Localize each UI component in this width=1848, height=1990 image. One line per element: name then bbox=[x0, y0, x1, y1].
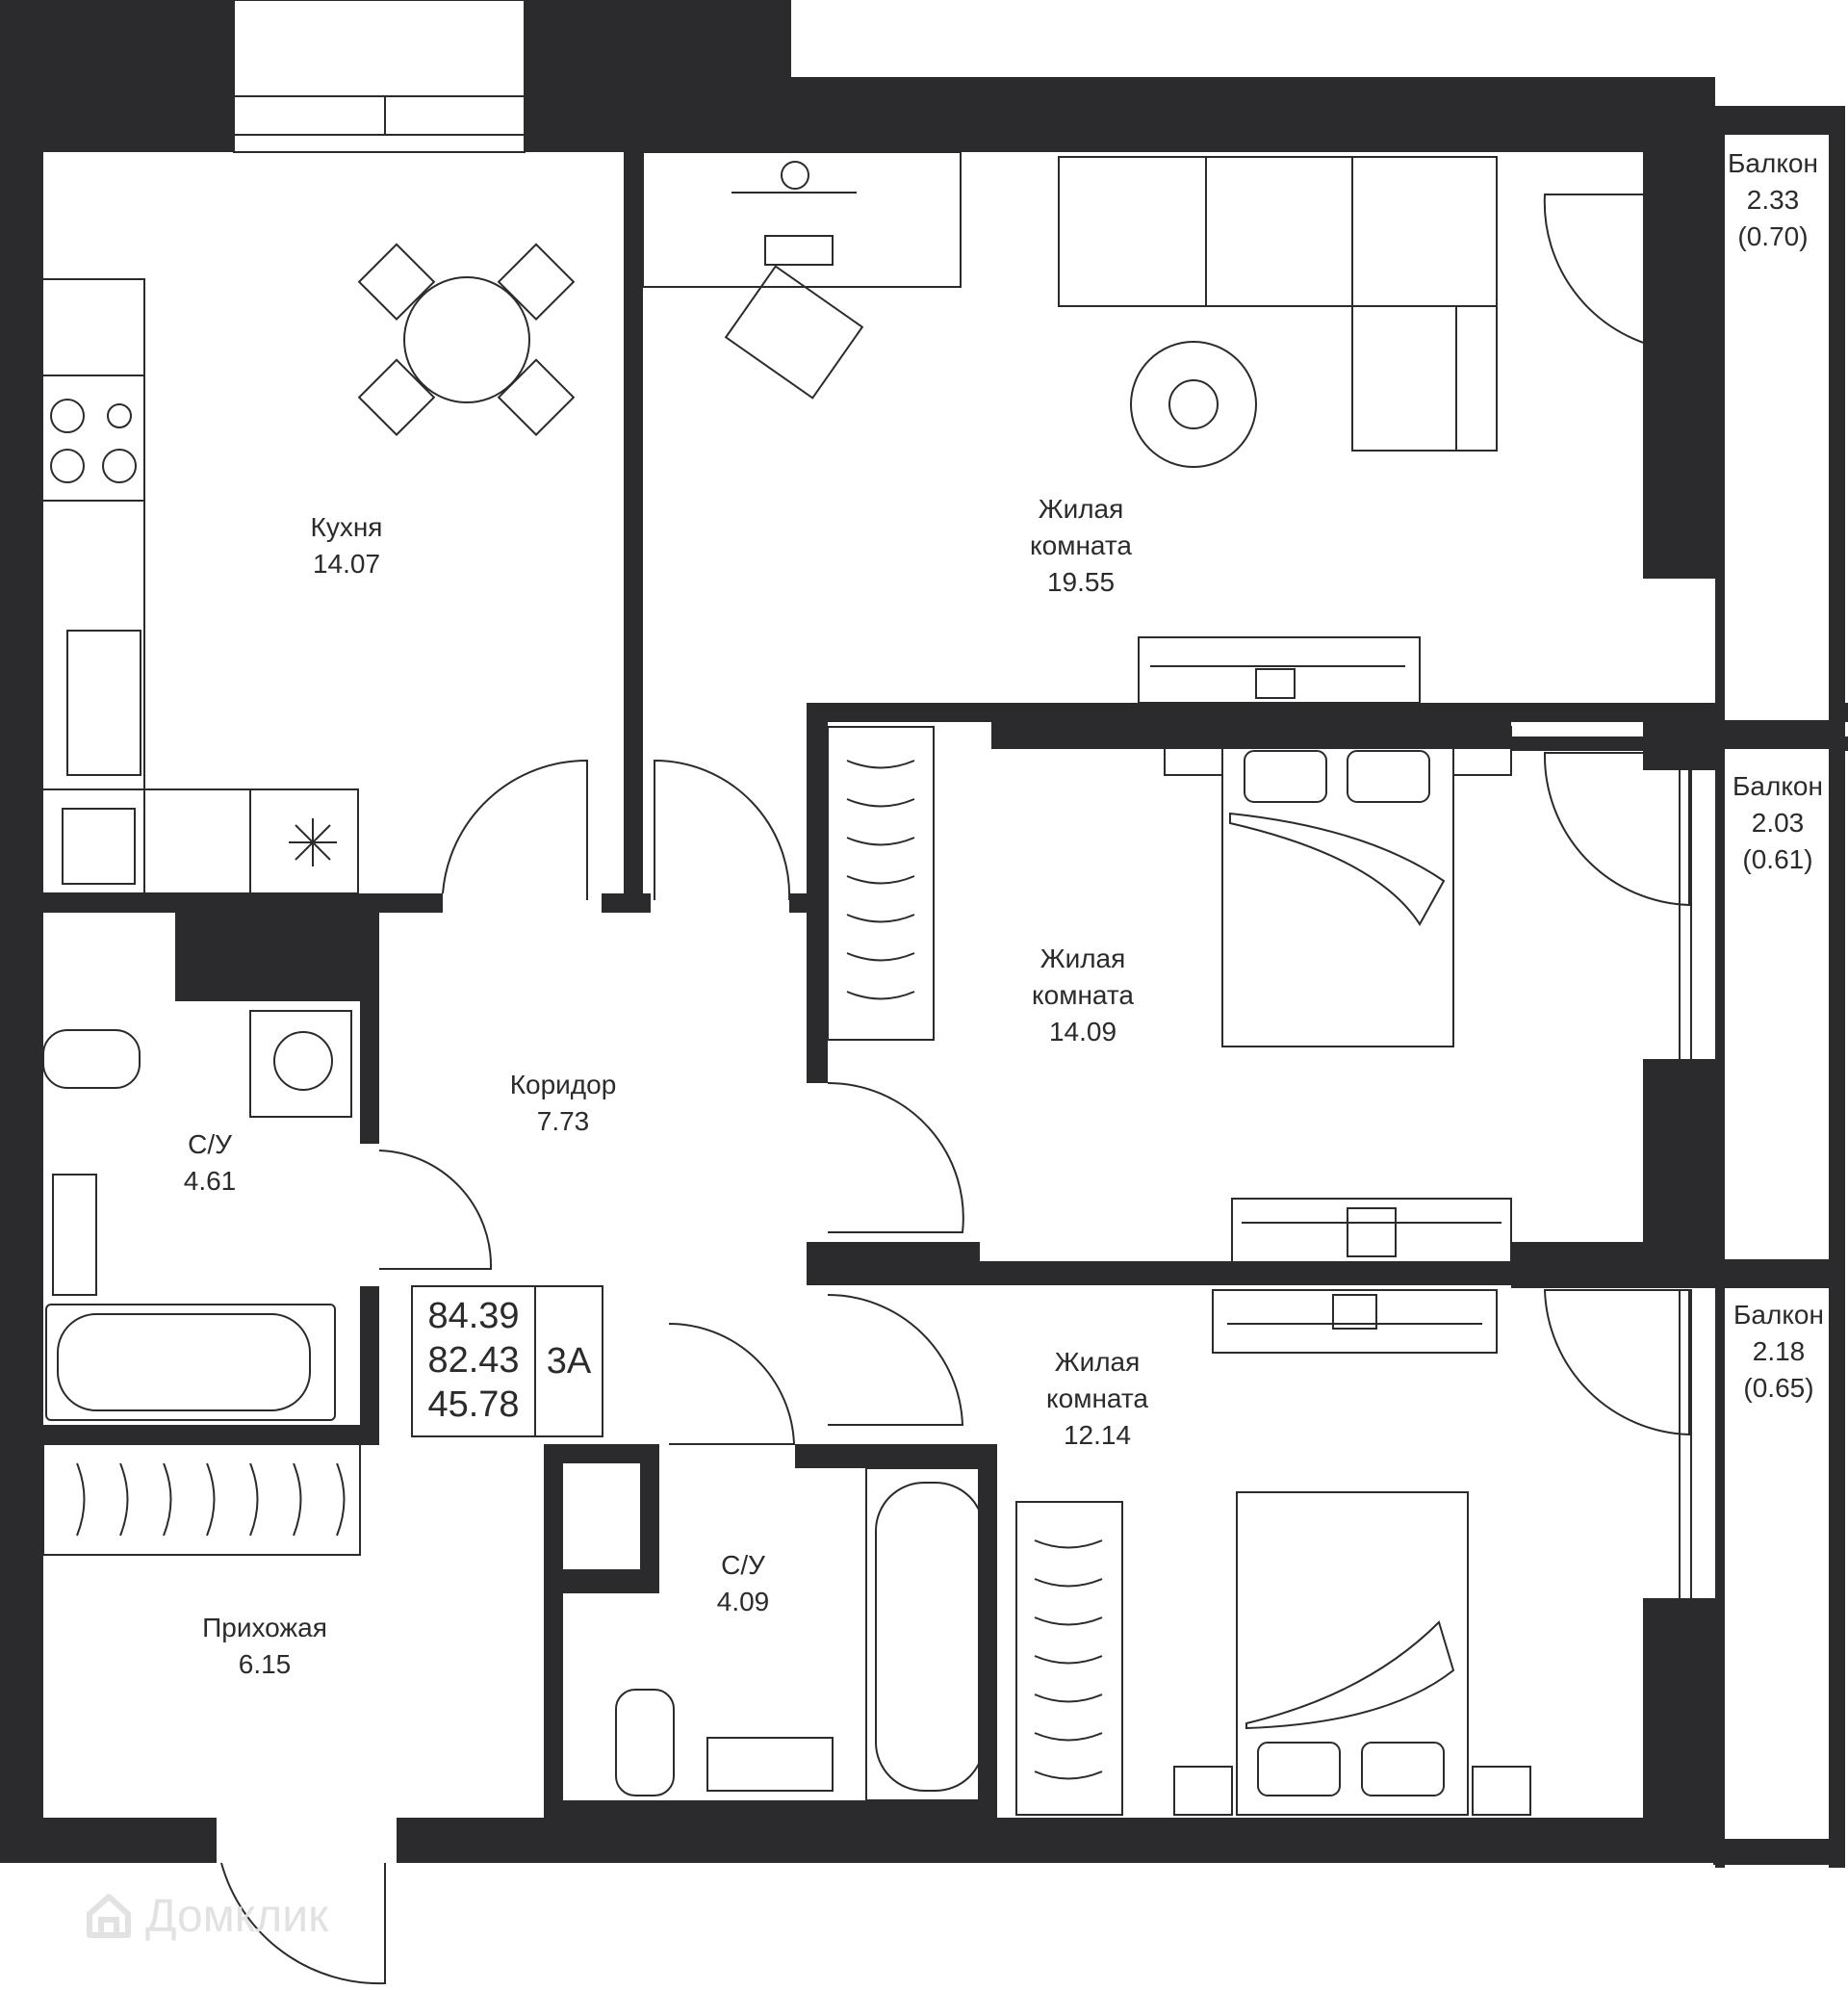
apartment-type: 3А bbox=[546, 1341, 592, 1382]
balcony-label: Балкон 2.03 (0.61) bbox=[1732, 768, 1823, 878]
room-name-line1: Жилая bbox=[1040, 943, 1126, 973]
room-area: 6.15 bbox=[238, 1649, 292, 1679]
room-area: 19.55 bbox=[1046, 567, 1116, 597]
balcony-reduced-area: (0.61) bbox=[1742, 844, 1813, 874]
room-area: 12.14 bbox=[1063, 1420, 1132, 1450]
room-name-line1: Жилая bbox=[1054, 1347, 1141, 1377]
watermark-text: Домклик bbox=[145, 1890, 329, 1942]
balcony-reduced-area: (0.70) bbox=[1737, 221, 1809, 251]
furniture bbox=[42, 151, 1531, 1816]
room-name: Кухня bbox=[310, 512, 383, 542]
balcony-area: 2.33 bbox=[1746, 185, 1800, 215]
room-kitchen-label: Кухня 14.07 bbox=[311, 509, 383, 582]
living-area: 45.78 bbox=[427, 1384, 520, 1425]
area-values: 84.39 82.43 45.78 bbox=[412, 1286, 535, 1436]
room-hallway-label: Прихожая 6.15 bbox=[202, 1610, 327, 1683]
balcony-name: Балкон bbox=[1732, 771, 1823, 801]
room-living-main-label: Жилая комната 19.55 bbox=[1030, 491, 1132, 601]
room-name-line1: Жилая bbox=[1038, 494, 1124, 524]
room-name: Прихожая bbox=[202, 1613, 327, 1642]
balcony-label: Балкон 2.33 (0.70) bbox=[1728, 145, 1818, 255]
house-icon bbox=[87, 1894, 131, 1938]
doors bbox=[220, 194, 1692, 1985]
apartment-summary: 84.39 82.43 45.78 3А bbox=[412, 1286, 603, 1436]
room-area: 4.09 bbox=[716, 1587, 770, 1616]
total-area: 84.39 bbox=[427, 1296, 520, 1336]
room-name: Коридор bbox=[509, 1070, 617, 1099]
wall-openings bbox=[43, 135, 1829, 1839]
room-bath-left-label: С/У 4.61 bbox=[184, 1126, 237, 1200]
room-area: 14.07 bbox=[312, 549, 381, 579]
balcony-name: Балкон bbox=[1733, 1300, 1824, 1330]
balcony-reduced-area: (0.65) bbox=[1743, 1373, 1814, 1403]
room-living-mid-label: Жилая комната 14.09 bbox=[1032, 941, 1134, 1050]
room-area: 7.73 bbox=[536, 1106, 590, 1136]
room-name: С/У bbox=[188, 1129, 232, 1159]
room-area: 4.61 bbox=[183, 1166, 237, 1196]
summary-frame bbox=[411, 1285, 603, 1437]
room-corridor-label: Коридор 7.73 bbox=[510, 1067, 617, 1140]
balcony-name: Балкон bbox=[1728, 148, 1818, 178]
watermark: Домклик bbox=[82, 1889, 328, 1943]
balcony-area: 2.03 bbox=[1751, 808, 1805, 838]
kitchen-window bbox=[233, 0, 526, 153]
room-name-line2: комната bbox=[1046, 1383, 1148, 1413]
hanger-strokes bbox=[76, 760, 1103, 1780]
room-name: С/У bbox=[721, 1550, 765, 1580]
area-without-balconies: 82.43 bbox=[427, 1340, 520, 1381]
balcony-label: Балкон 2.18 (0.65) bbox=[1733, 1297, 1824, 1407]
room-area: 14.09 bbox=[1048, 1017, 1117, 1047]
room-name-line2: комната bbox=[1030, 530, 1132, 560]
walls bbox=[0, 0, 1848, 1868]
room-living-low-label: Жилая комната 12.14 bbox=[1046, 1344, 1148, 1454]
room-name-line2: комната bbox=[1032, 980, 1134, 1010]
balcony-area: 2.18 bbox=[1752, 1336, 1806, 1366]
room-bath-center-label: С/У 4.09 bbox=[717, 1547, 770, 1620]
